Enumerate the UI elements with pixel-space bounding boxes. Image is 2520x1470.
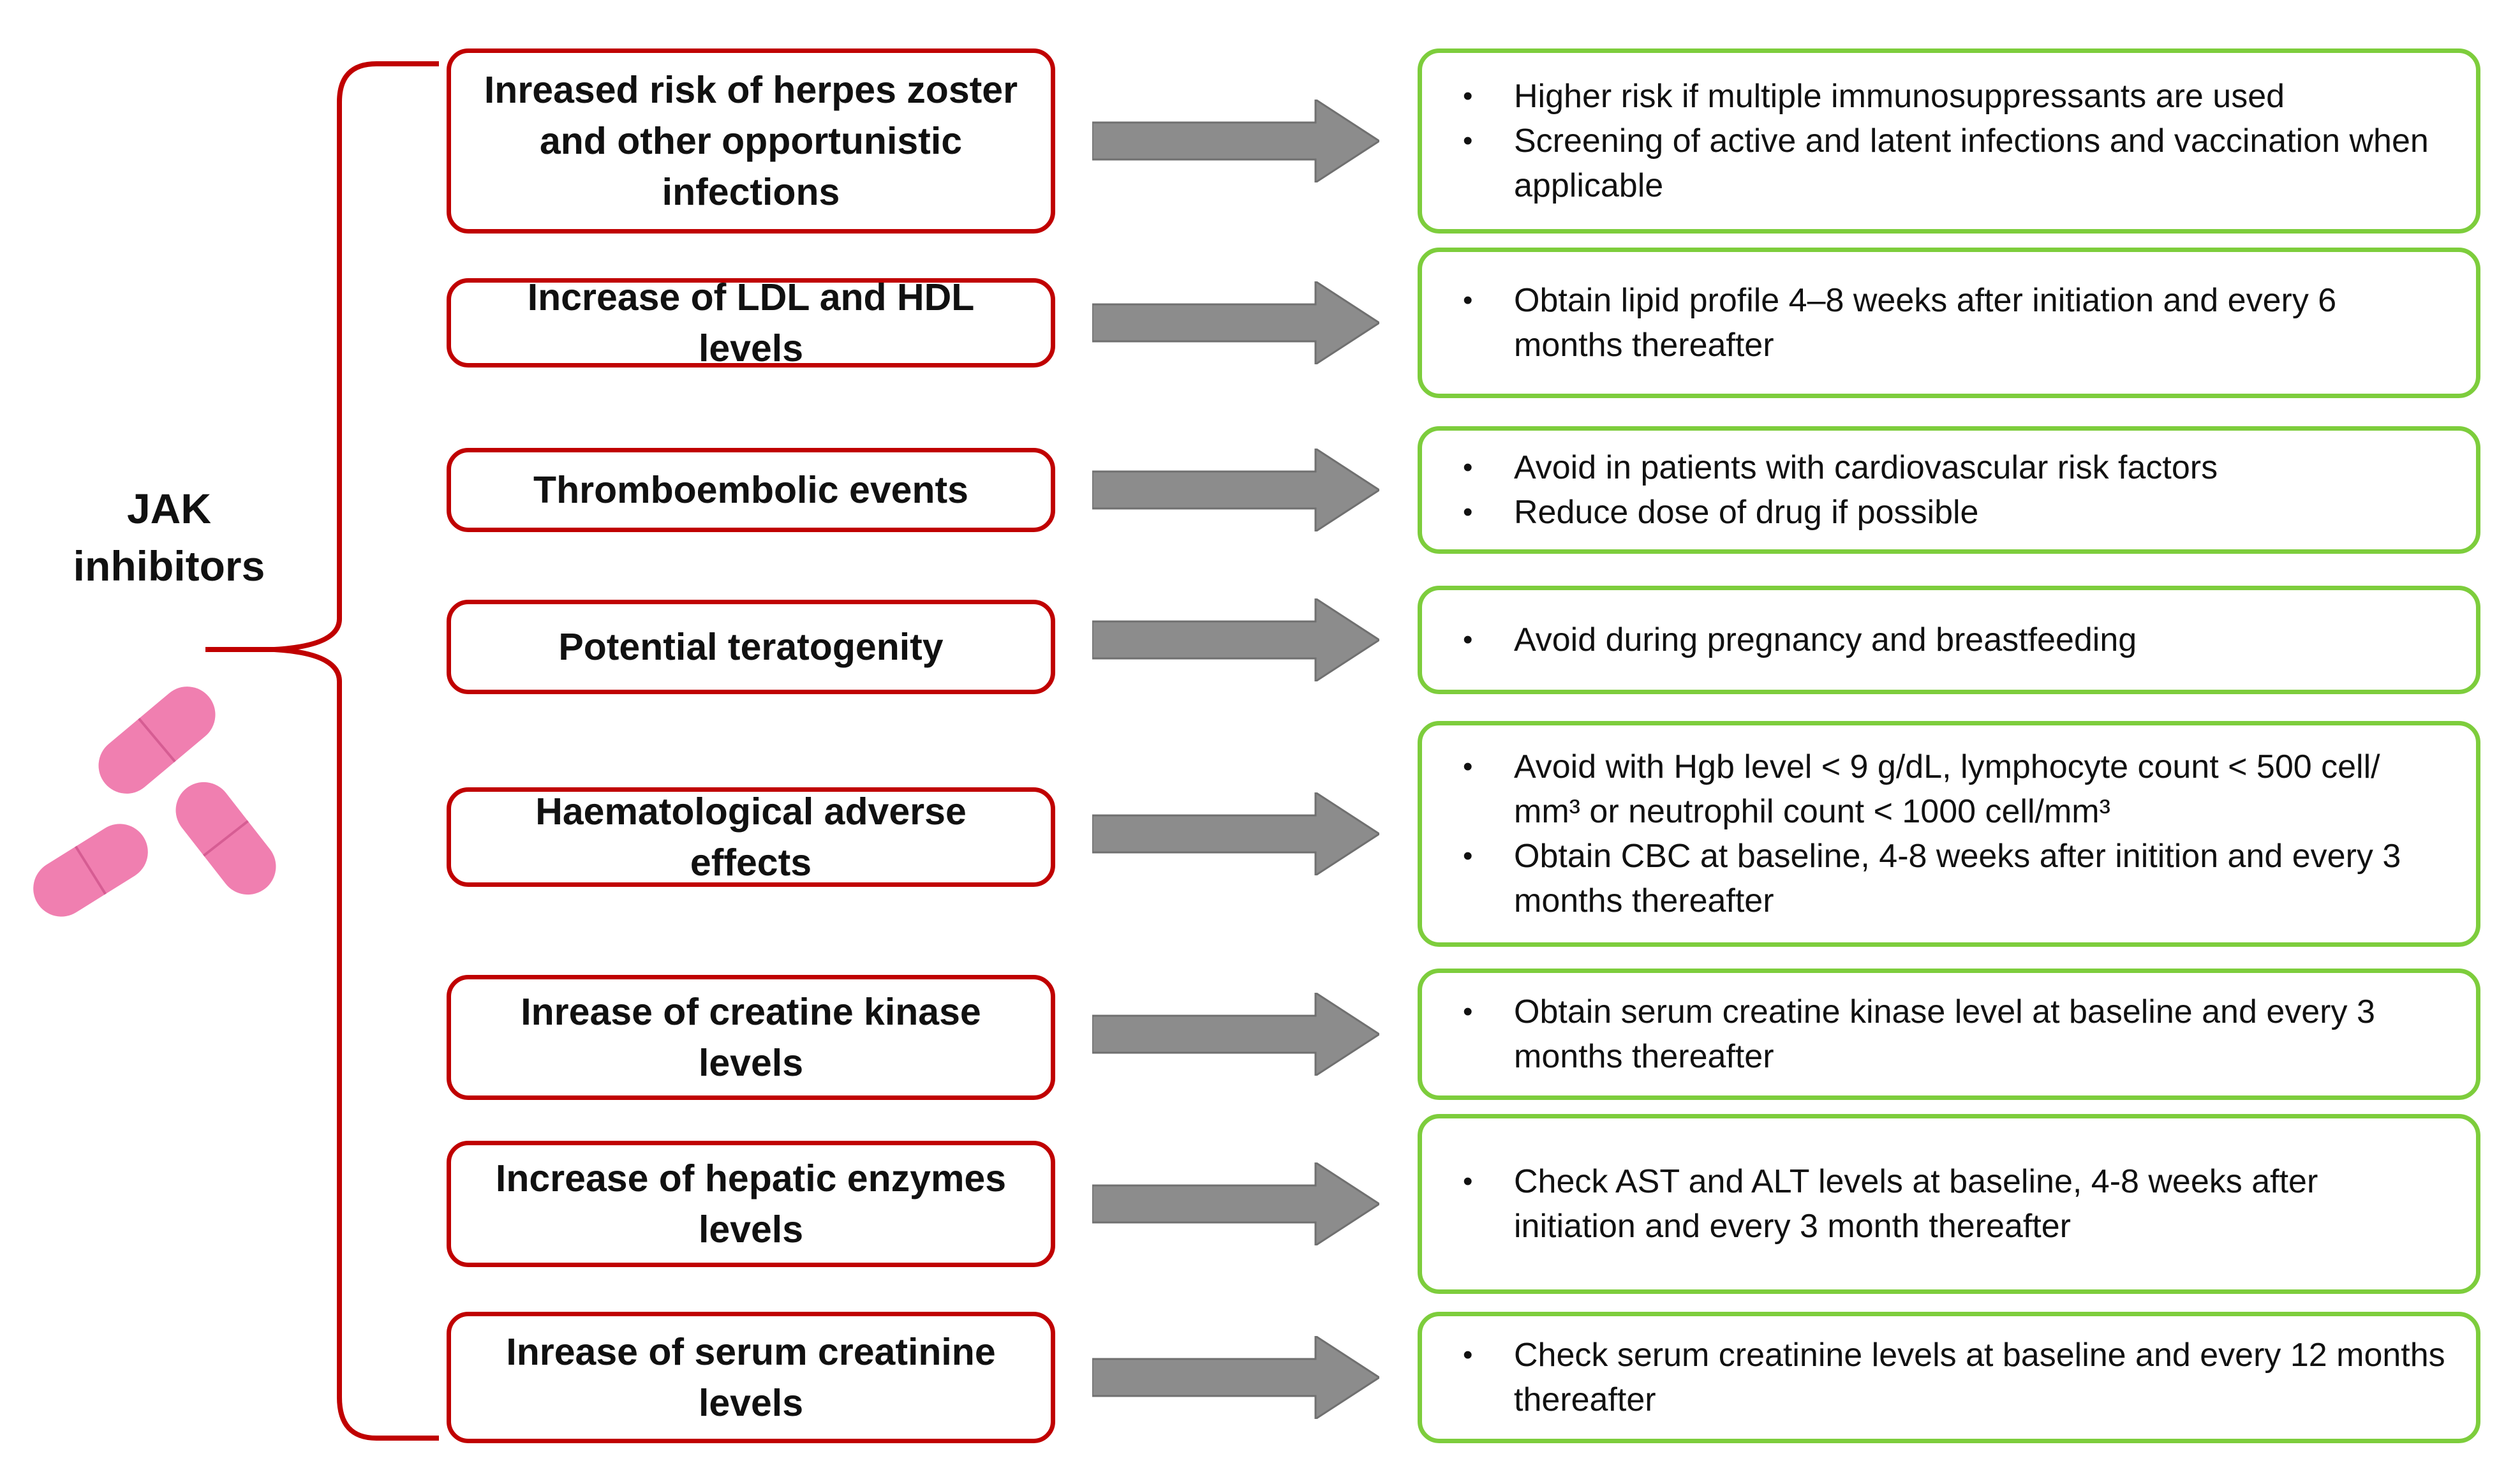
advice-bullet: •Higher risk if multiple immunosuppressa… [1463,78,2285,115]
effect-box: Haematological adverse effects [447,787,1055,887]
advice-box: •Obtain serum creatine kinase level at b… [1418,969,2480,1100]
row-thromboembolic: Thromboembolic events •Avoid in patients… [0,426,2520,554]
advice-bullet: •Obtain lipid profile 4–8 weeks after in… [1463,282,2337,364]
advice-bullet: •Check serum creatinine levels at baseli… [1463,1337,2445,1418]
advice-box: •Check AST and ALT levels at baseline, 4… [1418,1114,2480,1294]
diagram-title: JAK inhibitors [73,485,265,590]
row-herpes-zoster: Inreased risk of herpes zoster and other… [0,48,2520,234]
effect-box: Increase of hepatic enzymes levels [447,1141,1055,1267]
advice-bullet: •Check AST and ALT levels at baseline, 4… [1463,1163,2318,1245]
advice-bullet: •Avoid during pregnancy and breastfeedin… [1463,621,2137,658]
advice-bullet: •Obtain serum creatine kinase level at b… [1463,993,2375,1075]
pills-icon [33,687,276,917]
arrow-icon [1092,281,1379,364]
pill-2 [33,824,148,917]
arrow-icon [1092,100,1379,182]
pill-3 [175,782,276,895]
advice-bullet: •Screening of active and latent infectio… [1463,122,2429,204]
advice-bullet: •Reduce dose of drug if possible [1463,494,1979,531]
arrow-icon [1092,1162,1379,1245]
advice-box: •Check serum creatinine levels at baseli… [1418,1312,2480,1443]
row-teratogenity: Potential teratogenity •Avoid during pre… [0,586,2520,694]
row-ldl-hdl: Increase of LDL and HDL levels •Obtain l… [0,248,2520,398]
advice-box: •Avoid during pregnancy and breastfeedin… [1418,586,2480,694]
advice-box: •Avoid in patients with cardiovascular r… [1418,426,2480,554]
effect-box: Thromboembolic events [447,448,1055,532]
advice-bullet: •Avoid in patients with cardiovascular r… [1463,449,2218,486]
effect-box: Inreased risk of herpes zoster and other… [447,48,1055,234]
effect-box: Potential teratogenity [447,600,1055,694]
arrow-icon [1092,792,1379,875]
advice-box: •Higher risk if multiple immunosuppressa… [1418,48,2480,234]
brace [205,61,439,1441]
effect-box: Inrease of creatine kinase levels [447,975,1055,1100]
effect-box: Increase of LDL and HDL levels [447,276,1055,369]
row-hepatic-enzymes: Increase of hepatic enzymes levels •Chec… [0,1114,2520,1294]
row-creatine-kinase: Inrease of creatine kinase levels •Obtai… [0,969,2520,1100]
advice-box: •Obtain lipid profile 4–8 weeks after in… [1418,248,2480,398]
advice-bullet: •Avoid with Hgb level < 9 g/dL, lymphocy… [1463,748,2380,830]
effect-box: Inrease of serum creatinine levels [447,1312,1055,1443]
arrow-icon [1092,598,1379,681]
arrow-icon [1092,993,1379,1076]
row-haematological: Haematological adverse effects •Avoid wi… [0,721,2520,947]
row-serum-creatinine: Inrease of serum creatinine levels •Chec… [0,1312,2520,1443]
arrow-icon [1092,449,1379,531]
pill-1 [98,687,216,794]
arrow-icon [1092,1336,1379,1419]
advice-box: •Avoid with Hgb level < 9 g/dL, lymphocy… [1418,721,2480,947]
advice-bullet: •Obtain CBC at baseline, 4-8 weeks after… [1463,838,2401,919]
